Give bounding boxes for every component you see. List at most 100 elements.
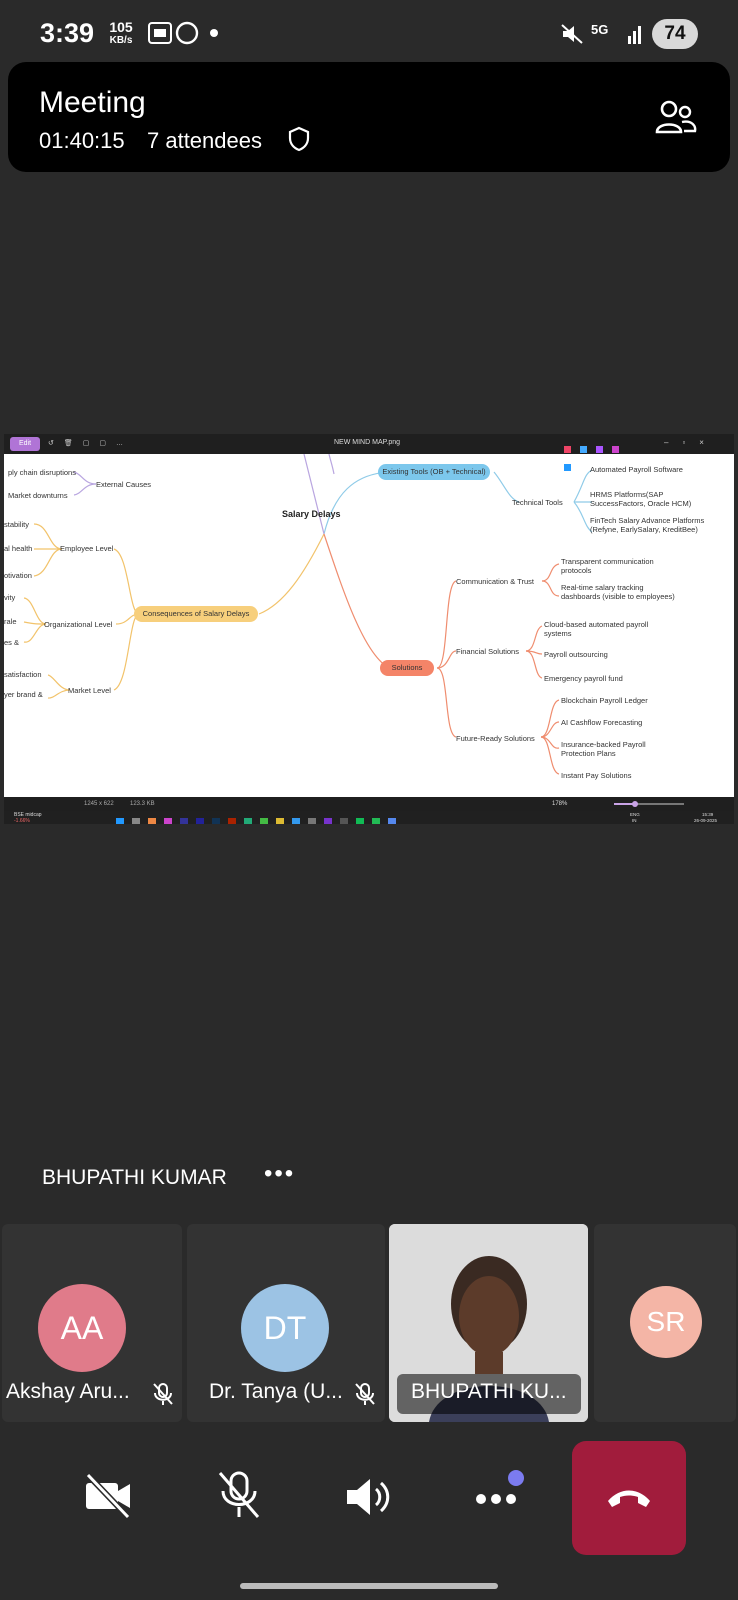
avatar: SR <box>630 1286 702 1358</box>
call-controls <box>0 1427 738 1577</box>
mindmap-market-level: Market Level <box>68 686 111 695</box>
mindmap-future: Future-Ready Solutions <box>456 734 535 743</box>
input-language: ENG <box>630 812 640 817</box>
mindmap-external-1: ply chain disruptions <box>8 468 76 477</box>
screenshot-icon <box>148 22 172 44</box>
camera-off-icon[interactable] <box>84 1473 134 1519</box>
os-taskbar: BSE midcap -1.66% ENG IN 15:39 26-09-202… <box>4 811 734 824</box>
notification-dot-icon <box>210 29 218 37</box>
mindmap-financial-3: Emergency payroll fund <box>544 674 623 683</box>
file-name: NEW MIND MAP.png <box>334 439 400 446</box>
avatar: DT <box>241 1284 329 1372</box>
participant-tile-bhupathi[interactable]: BHUPATHI KU... <box>389 1224 588 1422</box>
mindmap-financial-1b: systems <box>544 629 572 638</box>
mic-muted-icon <box>153 1383 173 1405</box>
mindmap-comm-1: Transparent communication <box>561 557 654 566</box>
mindmap-market-1: satisfaction <box>4 670 42 679</box>
battery-level: 74 <box>652 19 698 49</box>
mindmap-comm-2b: dashboards (visible to employees) <box>561 592 675 601</box>
mindmap-consequences: Consequences of Salary Delays <box>134 606 258 622</box>
mindmap-tool-3b: (Refyne, EarlySalary, KreditBee) <box>590 525 698 534</box>
mindmap-tool-3: FinTech Salary Advance Platforms <box>590 516 705 525</box>
mindmap-comm-2: Real-time salary tracking <box>561 583 644 592</box>
mindmap-market-2: yer brand & <box>4 690 43 699</box>
input-region: IN <box>632 818 637 823</box>
file-size: 123.3 KB <box>130 801 155 807</box>
mindmap-employee-3: otivation <box>4 571 32 580</box>
mindmap-existing-tools: Existing Tools (OB + Technical) <box>378 464 490 480</box>
app-icons <box>564 440 634 471</box>
mindmap-comm-1b: protocols <box>561 566 592 575</box>
mindmap-future-4: Instant Pay Solutions <box>561 771 632 780</box>
mindmap-external-2: Market downturns <box>8 491 68 500</box>
main-speaker-name: BHUPATHI KUMAR <box>42 1166 227 1189</box>
mindmap-org-level: Organizational Level <box>44 620 113 629</box>
participant-tile-sr[interactable]: SR <box>594 1224 736 1422</box>
mindmap-org-3: es & <box>4 638 20 647</box>
mindmap-future-2: AI Cashflow Forecasting <box>561 718 643 727</box>
participant-tile-akshay[interactable]: AA Akshay Aru... <box>2 1224 182 1422</box>
status-bar: 3:39 105 KB/s 5G 74 <box>0 0 738 62</box>
clock: 3:39 <box>40 18 95 48</box>
signal-icon <box>628 26 641 44</box>
whatsapp-icon <box>175 21 199 45</box>
taskbar-app-icons <box>116 813 536 824</box>
mindmap-org-2: rale <box>4 617 17 626</box>
participant-tile-tanya[interactable]: DT Dr. Tanya (U... <box>187 1224 385 1422</box>
viewer-tool-icons: ↺🗑▢▢… <box>48 440 133 447</box>
mindmap-future-1: Blockchain Payroll Ledger <box>561 696 648 705</box>
mindmap-employee-2: al health <box>4 544 33 553</box>
taskbar-clock: 15:39 <box>702 812 714 817</box>
mindmap-org-1: vity <box>4 593 16 602</box>
participant-name: Dr. Tanya (U... <box>209 1380 343 1403</box>
shared-screen[interactable]: Edit ↺🗑▢▢… NEW MIND MAP.png –▫× <box>4 434 734 824</box>
participant-name: BHUPATHI KU... <box>411 1380 567 1403</box>
mindmap-center: Salary Delays <box>282 509 341 519</box>
viewer-status-bar: 1245 x 622 123.3 KB 178% <box>4 797 734 811</box>
speed-unit: KB/s <box>109 35 133 46</box>
image-dimensions: 1245 x 622 <box>84 801 114 807</box>
participant-name: Akshay Aru... <box>6 1380 130 1403</box>
mindmap-financial-1: Cloud-based automated payroll <box>544 620 649 629</box>
mindmap-future-3b: Protection Plans <box>561 749 616 758</box>
mindmap-financial: Financial Solutions <box>456 647 519 656</box>
mindmap-future-3: Insurance-backed Payroll <box>561 740 646 749</box>
ticker-label: BSE midcap <box>14 812 42 818</box>
home-indicator[interactable] <box>240 1583 498 1589</box>
more-options-icon[interactable]: ••• <box>264 1160 296 1187</box>
mic-muted-icon <box>355 1383 375 1405</box>
name-overlay <box>397 1374 581 1414</box>
meeting-duration: 01:40:15 <box>39 128 125 153</box>
phone-hangup-icon <box>608 1490 650 1507</box>
avatar: AA <box>38 1284 126 1372</box>
mindmap-comm-trust: Communication & Trust <box>456 577 534 586</box>
ticker-change: -1.66% <box>14 818 30 824</box>
mindmap-employee-level: Employee Level <box>60 544 114 553</box>
mindmap-financial-2: Payroll outsourcing <box>544 650 608 659</box>
shield-icon[interactable] <box>288 126 310 152</box>
network-type: 5G <box>591 22 609 37</box>
mindmap-external-causes: External Causes <box>96 480 152 489</box>
microphone-off-icon[interactable] <box>216 1469 262 1521</box>
hang-up-button[interactable] <box>572 1441 686 1555</box>
taskbar-date: 26-09-2025 <box>694 818 718 823</box>
speaker-icon[interactable] <box>344 1475 392 1519</box>
mindmap-technical-tools: Technical Tools <box>512 498 563 507</box>
edit-button[interactable]: Edit <box>10 437 40 451</box>
mindmap-tool-2b: SuccessFactors, Oracle HCM) <box>590 499 692 508</box>
more-actions-icon[interactable] <box>474 1469 526 1513</box>
attendee-count[interactable]: 7 attendees <box>147 128 262 153</box>
meeting-header: Meeting 01:40:15 7 attendees <box>8 62 730 172</box>
zoom-slider[interactable] <box>614 801 684 807</box>
mindmap-tool-2: HRMS Platforms(SAP <box>590 490 664 499</box>
mindmap-solutions: Solutions <box>380 660 434 676</box>
mute-icon <box>561 24 583 44</box>
zoom-level[interactable]: 178% <box>552 801 568 807</box>
viewer-toolbar: Edit ↺🗑▢▢… NEW MIND MAP.png –▫× <box>4 434 734 471</box>
mindmap-tool-1: Automated Payroll Software <box>590 465 683 474</box>
meeting-title: Meeting <box>39 86 146 119</box>
participants-icon[interactable] <box>654 98 698 138</box>
network-speed: 105 KB/s <box>106 20 136 48</box>
window-controls[interactable]: –▫× <box>664 438 718 447</box>
speed-value: 105 <box>109 19 133 35</box>
